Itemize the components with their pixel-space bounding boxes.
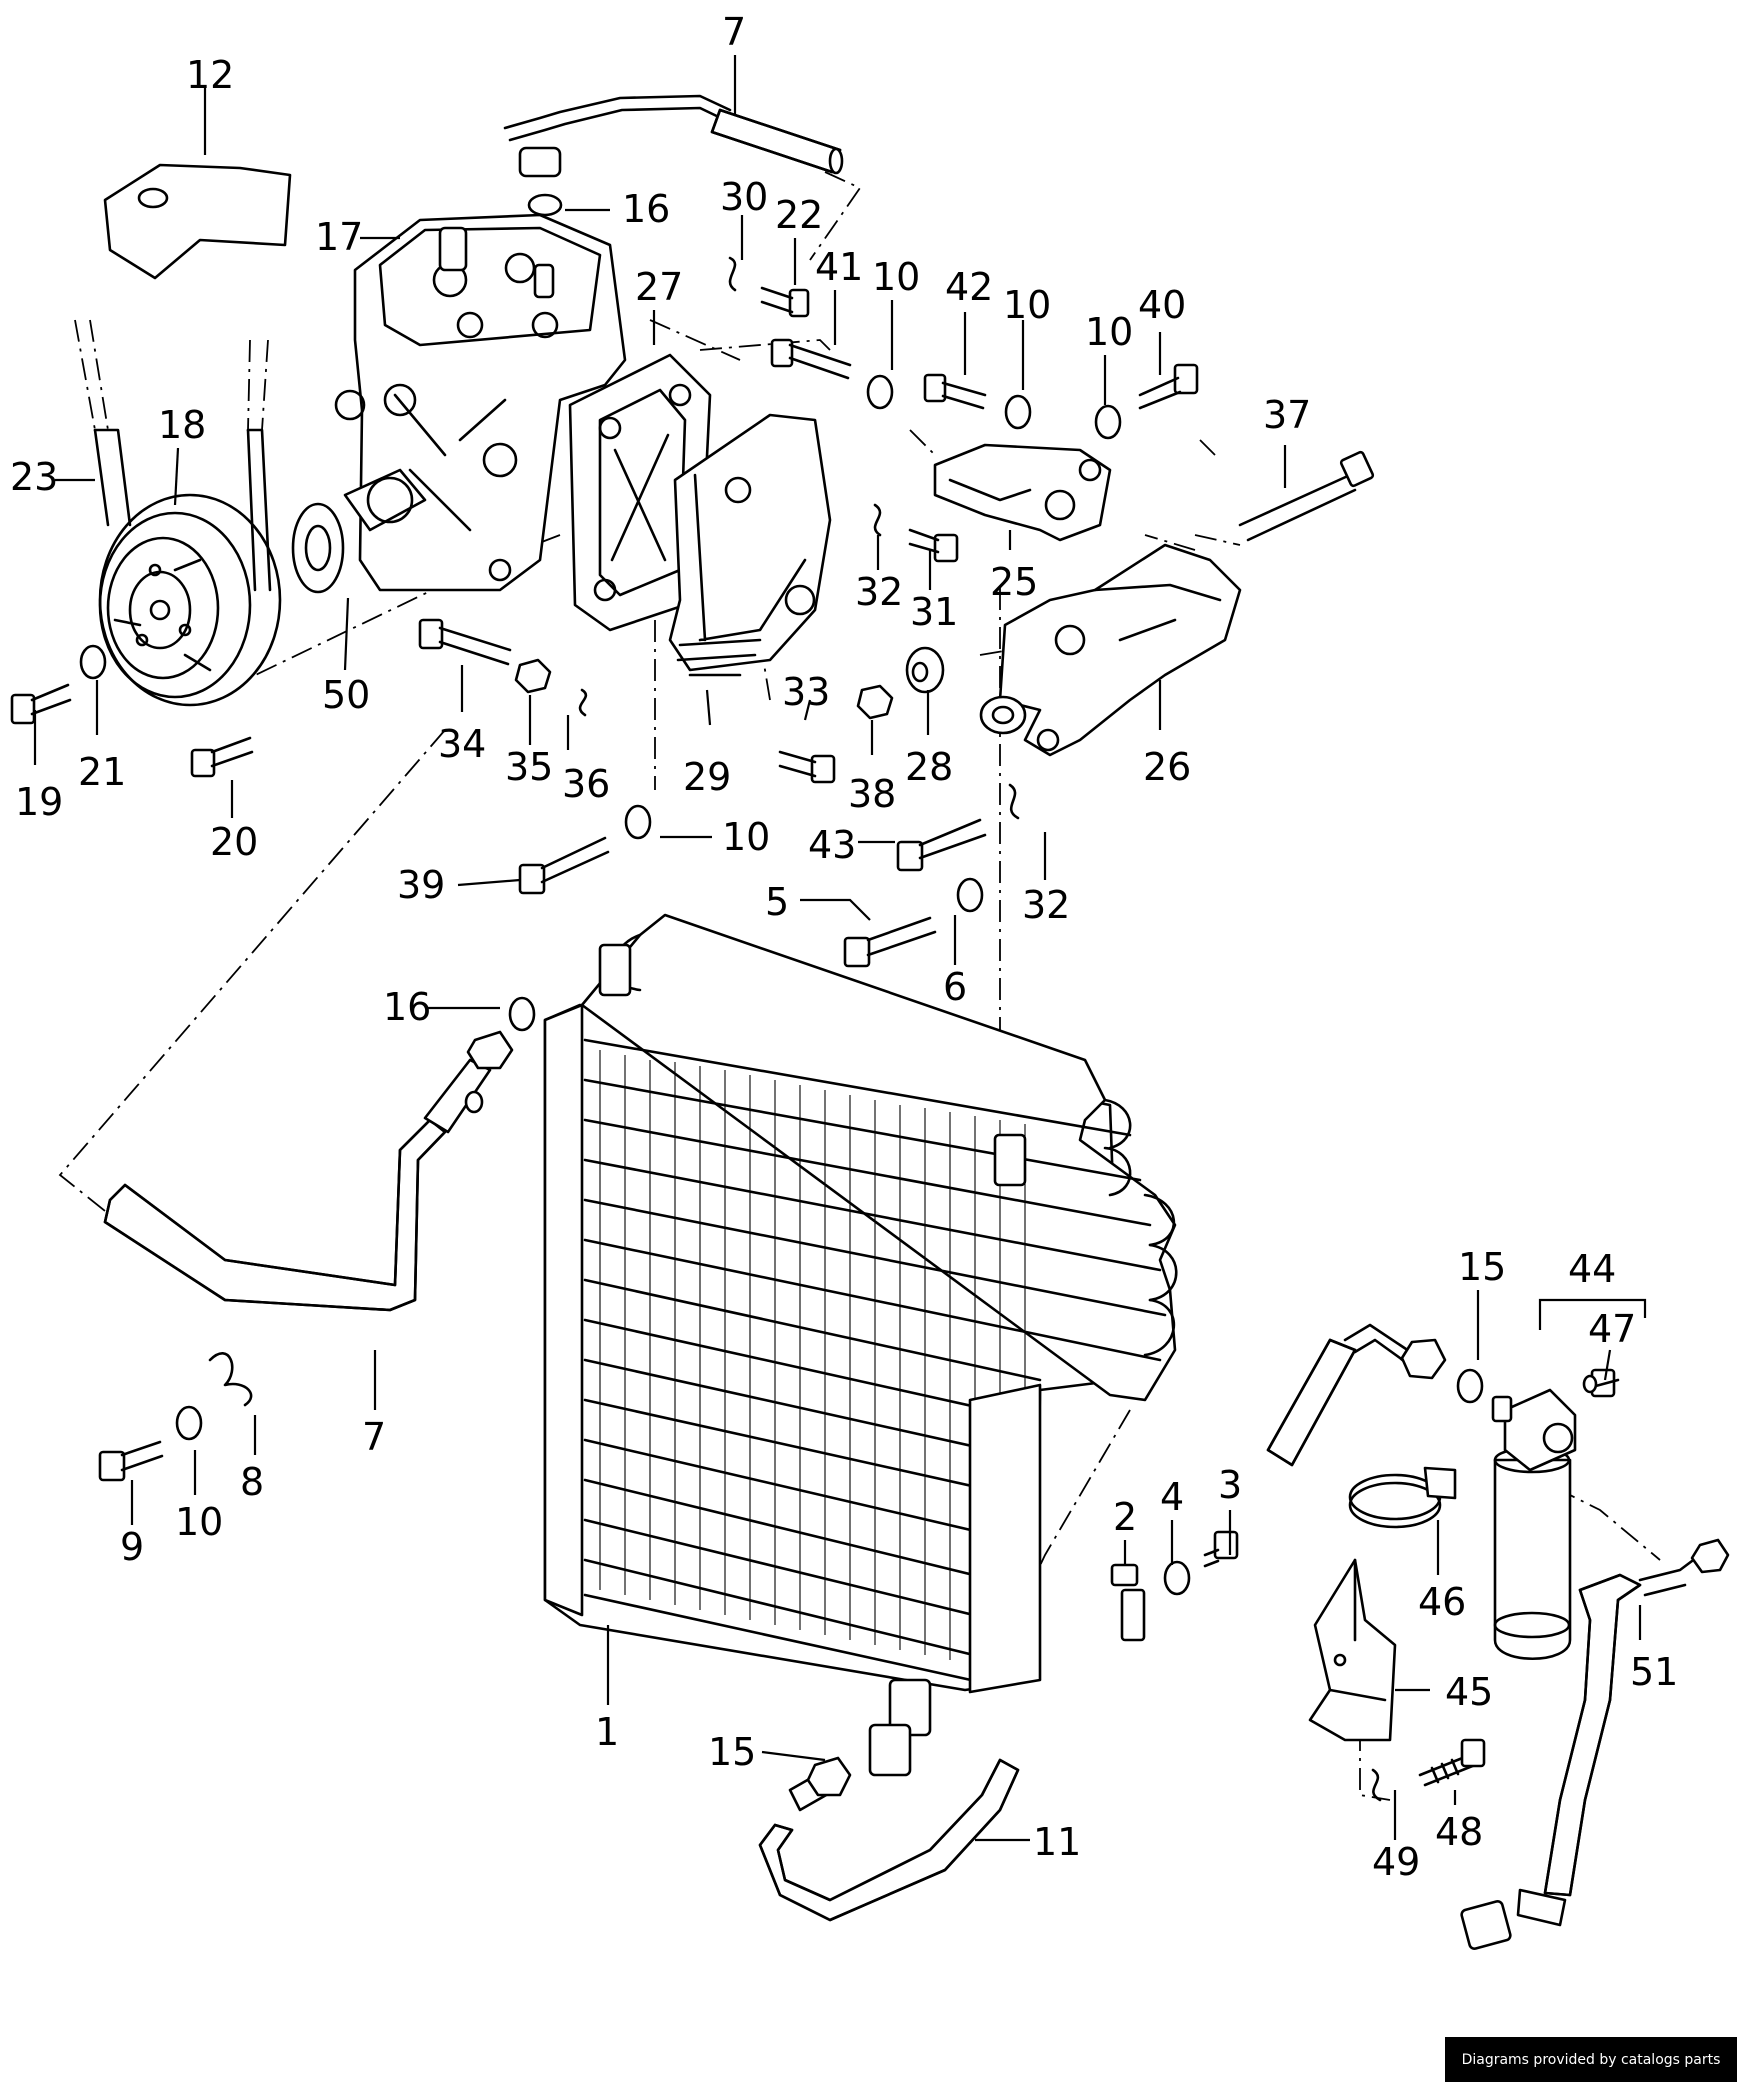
callout-7-top: 7 (722, 10, 746, 54)
callout-30: 30 (720, 175, 768, 219)
callout-35: 35 (505, 745, 553, 789)
callout-29: 29 (683, 755, 731, 799)
callout-44: 44 (1568, 1247, 1616, 1291)
callout-2: 2 (1113, 1495, 1137, 1539)
callout-38: 38 (848, 772, 896, 816)
callout-5: 5 (765, 880, 789, 924)
callout-6: 6 (943, 965, 967, 1009)
callout-7-lower: 7 (362, 1415, 386, 1459)
callout-45: 45 (1445, 1670, 1493, 1714)
callout-37: 37 (1263, 393, 1311, 437)
bolt-43 (896, 818, 987, 872)
callout-10-e: 10 (175, 1500, 223, 1544)
callout-10-b: 10 (1003, 283, 1051, 327)
mounting-plate (568, 353, 712, 632)
bolt-39 (518, 836, 610, 895)
bolt-42 (923, 373, 987, 410)
callout-49: 49 (1372, 1840, 1420, 1884)
callout-23: 23 (10, 455, 58, 499)
callout-8: 8 (240, 1460, 264, 1504)
callout-9: 9 (120, 1525, 144, 1569)
callout-22: 22 (775, 193, 823, 237)
drive-belt (93, 428, 272, 592)
callout-1: 1 (595, 1710, 619, 1754)
callout-11: 11 (1033, 1820, 1081, 1864)
alternator-bracket (979, 543, 1242, 757)
bolt-33 (778, 750, 836, 784)
callout-18: 18 (158, 403, 206, 447)
bolts (10, 286, 1620, 1568)
callout-10-d: 10 (722, 815, 770, 859)
drier-bracket (1308, 1558, 1397, 1742)
callout-28: 28 (905, 745, 953, 789)
callout-43: 43 (808, 823, 856, 867)
callout-10-c: 10 (1085, 310, 1133, 354)
compressor (334, 213, 627, 592)
callout-51: 51 (1630, 1650, 1678, 1694)
callout-21: 21 (78, 750, 126, 794)
callout-32-a: 32 (855, 570, 903, 614)
credit-banner: Diagrams provided by catalogs parts (1445, 2037, 1737, 2082)
callout-10-a: 10 (872, 255, 920, 299)
callout-40: 40 (1138, 283, 1186, 327)
callout-16-mid: 16 (383, 985, 431, 1029)
callout-46: 46 (1418, 1580, 1466, 1624)
assembly-lines (58, 171, 1661, 1801)
bolt-22 (760, 286, 810, 318)
callout-33: 33 (782, 670, 830, 714)
callout-17: 17 (315, 215, 363, 259)
drier-inlet-line (1266, 1323, 1447, 1467)
shaft-seal (291, 502, 345, 594)
cover-plate (103, 163, 292, 280)
callout-41: 41 (815, 245, 863, 289)
callout-15-lower: 15 (708, 1730, 756, 1774)
bolt-40 (1138, 363, 1199, 410)
condenser (543, 913, 1178, 1777)
self-tapping-screw (1418, 1738, 1486, 1787)
callout-15-right: 15 (1458, 1245, 1506, 1289)
callout-labels: 7 12 16 30 22 41 10 42 10 10 40 17 27 37… (10, 10, 1678, 1884)
bolt-19 (10, 683, 72, 725)
callout-3: 3 (1218, 1463, 1242, 1507)
callout-36: 36 (562, 762, 610, 806)
bolt-20 (190, 736, 254, 778)
callout-26: 26 (1143, 745, 1191, 789)
small-parts (208, 1352, 1598, 1642)
callout-27: 27 (635, 265, 683, 309)
leader-lines (33, 55, 1647, 1842)
bracket (668, 413, 832, 677)
bolt-34 (418, 618, 512, 666)
washers-nuts (79, 193, 1484, 1802)
tensioner-bracket (933, 443, 1112, 542)
bolt-9 (98, 1440, 164, 1482)
refrigerant-hose-lower (103, 1030, 514, 1312)
receiver-drier (1491, 1388, 1577, 1661)
bolt-31 (908, 528, 959, 563)
callout-20: 20 (210, 820, 258, 864)
callout-50: 50 (322, 673, 370, 717)
bolt-41 (770, 338, 852, 380)
drier-outlet-hose (1460, 1538, 1730, 1950)
callout-31: 31 (910, 590, 958, 634)
condenser-outlet-hose (758, 1756, 1020, 1922)
bolt-3 (1203, 1530, 1239, 1568)
callout-34: 34 (438, 722, 486, 766)
callout-16-top: 16 (622, 187, 670, 231)
callout-39: 39 (397, 863, 445, 907)
callout-42: 42 (945, 265, 993, 309)
hose-clamp (1348, 1466, 1457, 1529)
callout-32-b: 32 (1022, 883, 1070, 927)
callout-47: 47 (1588, 1307, 1636, 1351)
long-bolt (1238, 450, 1375, 542)
callout-25: 25 (990, 560, 1038, 604)
refrigerant-line-upper (503, 94, 844, 178)
callout-4: 4 (1160, 1475, 1184, 1519)
bolt-5 (843, 916, 937, 968)
callout-12: 12 (186, 53, 234, 97)
callout-19: 19 (15, 780, 63, 824)
callout-48: 48 (1435, 1810, 1483, 1854)
